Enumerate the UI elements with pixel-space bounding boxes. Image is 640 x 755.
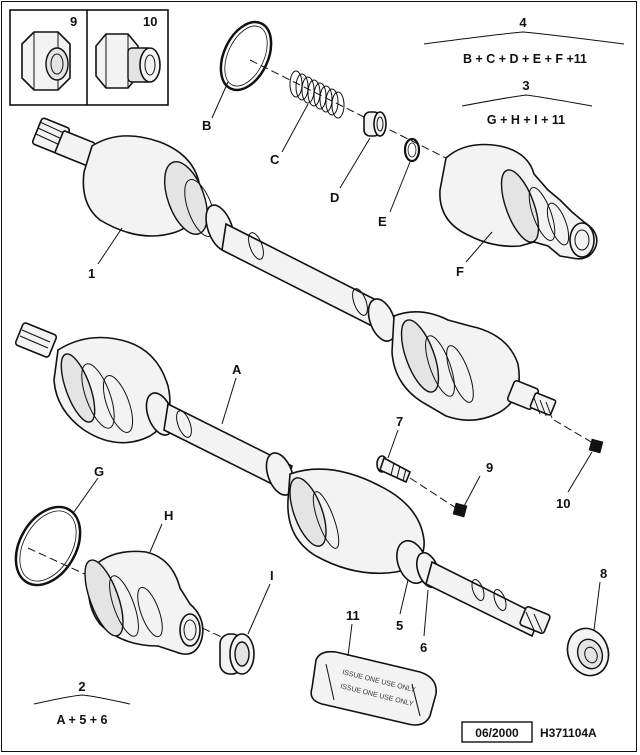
callout-f: F [456,264,464,279]
seal-8 [566,627,610,677]
boot-f [439,143,598,260]
kit-3-text: G + H + I + 11 [487,113,565,127]
callout-g: G [94,464,104,479]
callout-a: A [232,362,242,377]
nut-9-drawing [21,31,71,91]
callout-d: D [330,190,339,205]
bolt-7 [376,455,412,484]
callout-i: I [270,568,274,583]
kit-4-number: 4 [519,15,527,30]
footer-reference: H371104A [540,726,597,740]
seal-i [219,633,255,675]
spring-c [289,70,345,119]
callout-9: 9 [486,460,493,475]
callout-8: 8 [600,566,607,581]
callout-11: 11 [346,608,360,623]
driveshaft-1 [31,117,557,421]
kit-2-text: A + 5 + 6 [57,713,108,727]
leader-lines [73,81,601,657]
kit-3-formula: 3 G + H + I + 11 [461,78,593,127]
circlip-g [14,505,82,587]
nut-inset: 9 10 [9,9,169,106]
nut-9-axis [409,477,457,509]
kit-2-number: 2 [78,679,85,694]
kit-4-text: B + C + D + E + F +11 [463,52,587,66]
callout-b: B [202,118,211,133]
circlip-e [403,137,421,163]
nut-10-drawing [95,33,161,89]
grease-packet-11: ISSUE ONE USE ONLY ISSUE ONE USE ONLY [310,650,437,726]
callout-e: E [378,214,387,229]
inset-label-9: 9 [70,14,77,29]
callout-1: 1 [88,266,95,281]
callout-6: 6 [420,640,427,655]
nut-10-axis [553,419,599,447]
nut-10-symbol [588,438,604,454]
inset-label-10: 10 [143,14,157,29]
boot-h [84,550,204,655]
circlip-b [219,20,273,92]
driveshaft-a [14,322,551,638]
callout-7: 7 [396,414,403,429]
kit-3-number: 3 [522,78,529,93]
footer-date: 06/2000 [475,726,519,740]
kit-2-formula: 2 A + 5 + 6 [33,679,131,727]
kit-4-formula: 4 B + C + D + E + F +11 [423,15,625,66]
ring-d [363,111,387,137]
callout-h: H [164,508,173,523]
callout-5: 5 [396,618,403,633]
callout-10: 10 [556,496,570,511]
upper-assembly-axis [249,59,471,171]
footer: 06/2000 H371104A [461,721,597,743]
callout-c: C [270,152,280,167]
